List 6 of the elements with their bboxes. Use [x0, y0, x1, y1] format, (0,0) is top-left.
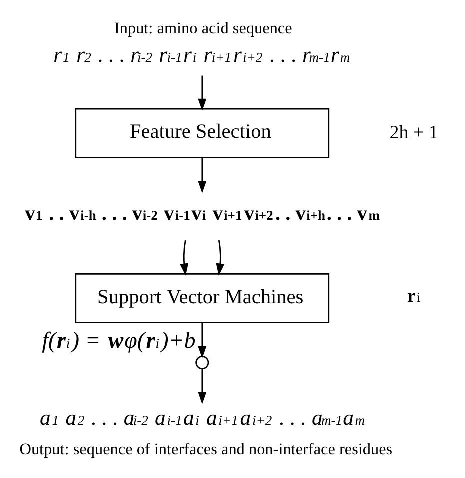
node-label: Output: sequence of interfaces and non-interface residues: [20, 440, 393, 458]
label: ri: [407, 286, 421, 308]
label: 2h + 1: [390, 122, 438, 144]
node-label: Input: amino acid sequence: [114, 19, 292, 38]
node-label: f(ri) = wφ(ri)+b: [42, 328, 196, 354]
node-text: v1 . . vi-h . . . vi-2 vi-1vi vi+1vi+2. . vi+h. . . vm: [25, 203, 380, 226]
